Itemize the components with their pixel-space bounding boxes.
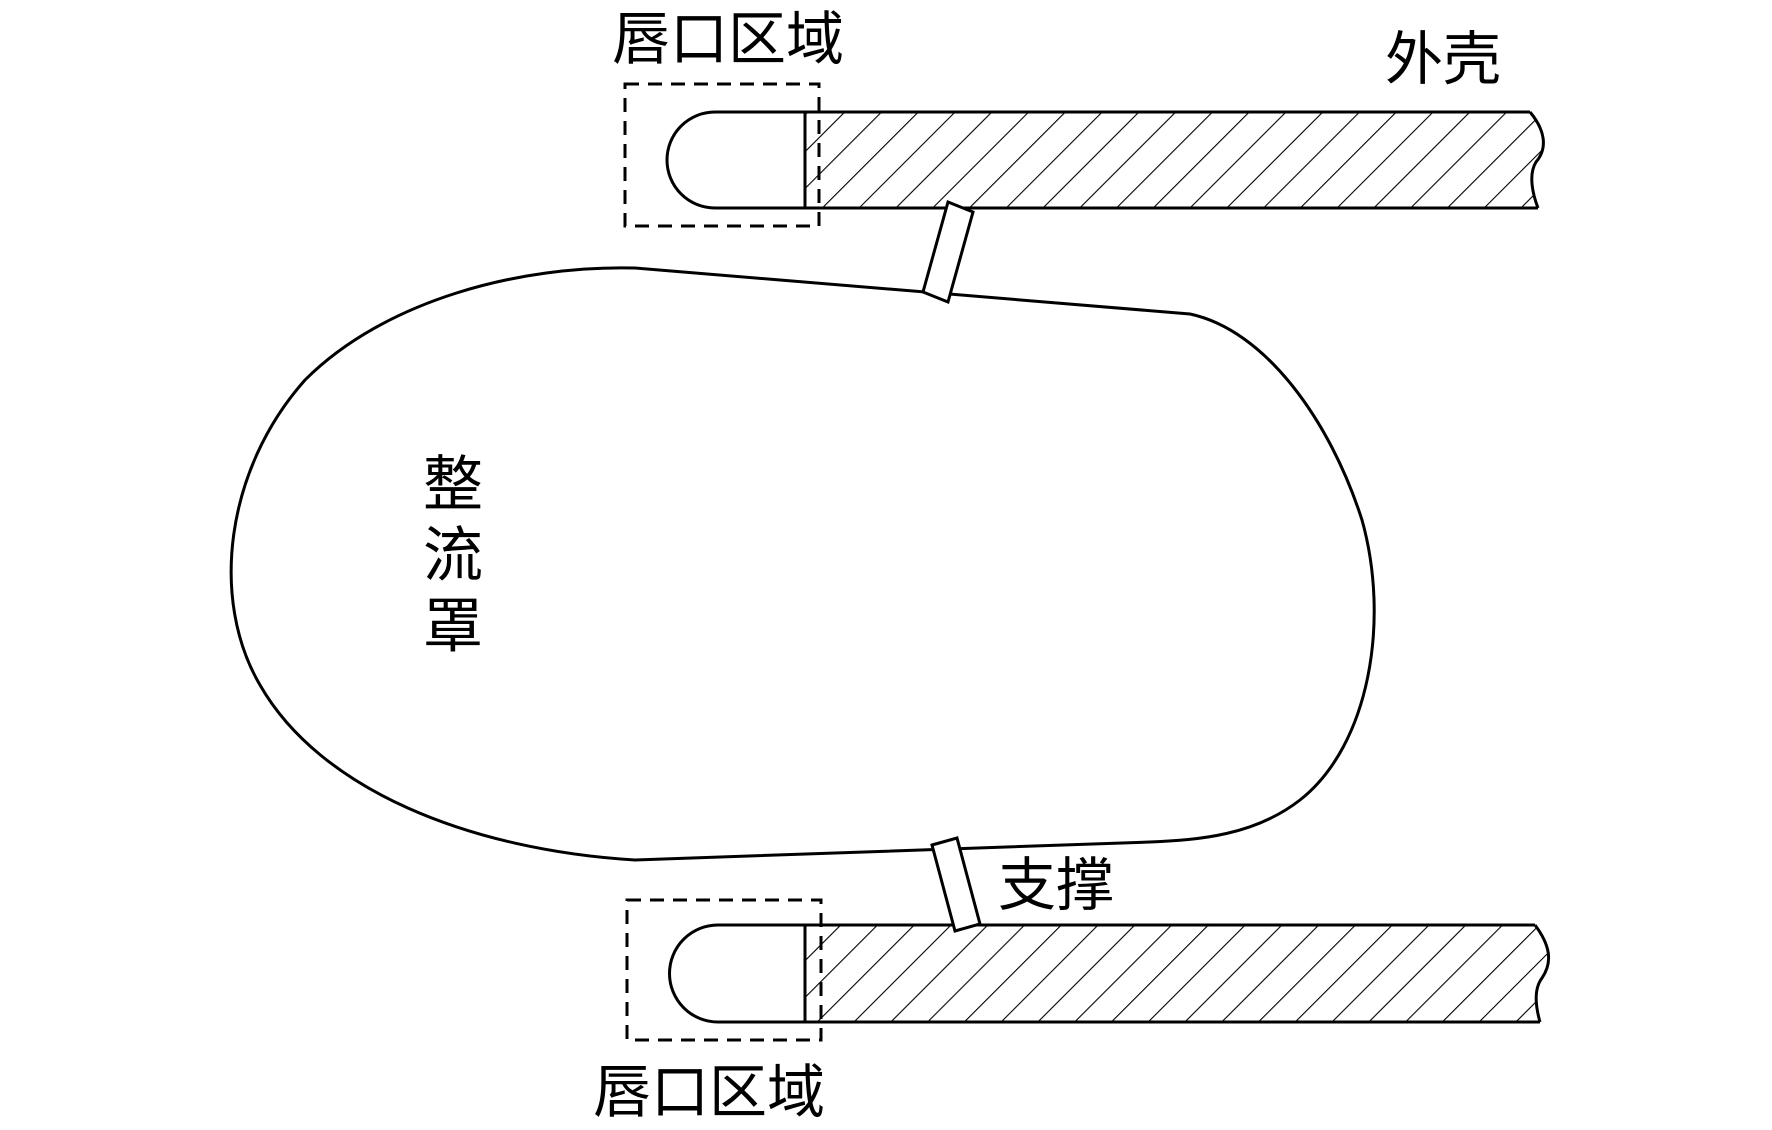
fairing-label: 整流罩	[423, 450, 483, 662]
shell-label: 外壳	[1385, 25, 1502, 93]
lip-region-box-top	[623, 82, 821, 228]
top-shell-wall	[665, 110, 1545, 210]
lip-region-label-top: 唇口区域	[612, 5, 845, 73]
bottom-shell-wall	[668, 923, 1551, 1024]
strut-bottom	[930, 836, 982, 933]
strut-top	[921, 199, 975, 305]
lip-region-box-bottom	[625, 898, 823, 1042]
lip-region-label-bottom: 唇口区域	[593, 1058, 826, 1126]
strut-label: 支撑	[998, 851, 1115, 919]
fairing-body	[229, 266, 1376, 862]
